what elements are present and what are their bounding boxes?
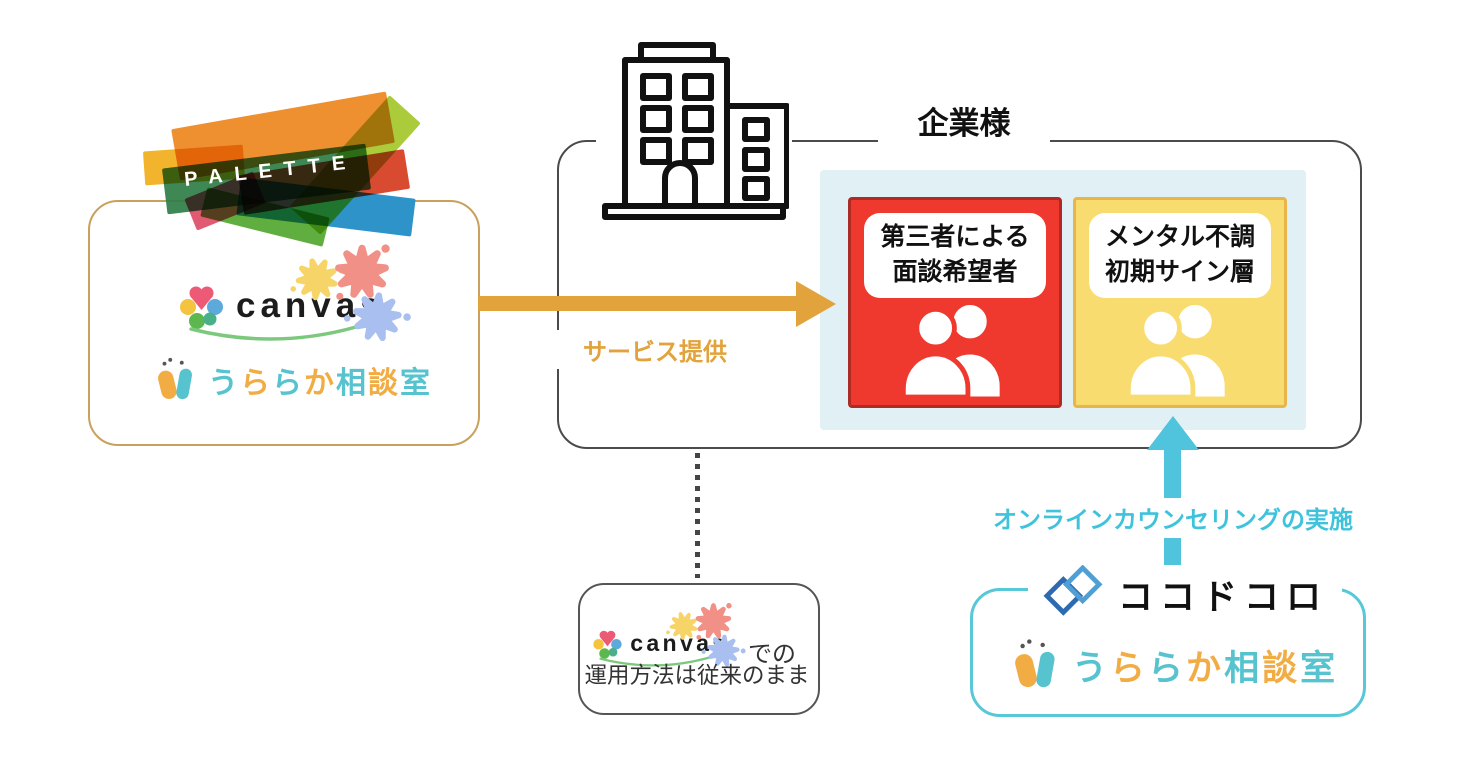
online-arrow-shaft	[1164, 448, 1181, 498]
palette-logo: PALETTE	[142, 91, 421, 247]
uraraka-leaf-pair-icon	[1015, 639, 1055, 688]
online-arrow-head-icon	[1147, 416, 1199, 450]
uraraka-logo: うららか相談室	[1008, 636, 1338, 694]
group-mental-early-sign: メンタル不調 初期サイン層	[1073, 197, 1287, 408]
uraraka-logo: うららか相談室	[152, 354, 432, 406]
kokodokoro-logo: ココドコロ	[1028, 564, 1343, 624]
kokodokoro-wordmark: ココドコロ	[1118, 577, 1329, 617]
two-people-icon	[1124, 298, 1236, 397]
canvas-logo: canvas	[172, 246, 407, 351]
company-title: 企業様	[878, 104, 1050, 146]
uraraka-wordmark: うららか相談室	[1072, 648, 1339, 688]
online-arrow-label: オンラインカウンセリングの実施	[993, 507, 1353, 534]
group-label-line1: メンタル不調	[1104, 223, 1255, 251]
note-line2-text: 運用方法は従来のまま	[584, 663, 810, 688]
group-label-line2: 面談希望者	[892, 257, 1018, 286]
service-arrow-shaft	[478, 296, 800, 311]
note-suffix-text: での	[748, 641, 796, 668]
underline-swoosh-icon	[599, 656, 711, 667]
group-label-line1: 第三者による	[880, 223, 1030, 251]
underline-swoosh-icon	[189, 325, 358, 341]
online-arrow-shaft	[1164, 538, 1181, 565]
service-arrow-head-icon	[796, 281, 836, 327]
group-third-party-interview: 第三者による 面談希望者	[848, 197, 1062, 408]
uraraka-leaf-pair-icon	[158, 357, 192, 400]
uraraka-wordmark: うららか相談室	[208, 367, 432, 400]
canvas-logo-small: canvas	[588, 604, 743, 673]
two-people-icon	[899, 298, 1011, 397]
group-label: メンタル不調 初期サイン層	[1089, 213, 1271, 298]
group-label: 第三者による 面談希望者	[864, 213, 1046, 298]
partner-services-box	[88, 200, 480, 446]
kokodokoro-double-diamond-icon	[1043, 565, 1103, 616]
building-icon	[596, 36, 792, 224]
service-arrow-label: サービス提供	[552, 330, 758, 369]
group-label-line2: 初期サイン層	[1104, 257, 1255, 286]
